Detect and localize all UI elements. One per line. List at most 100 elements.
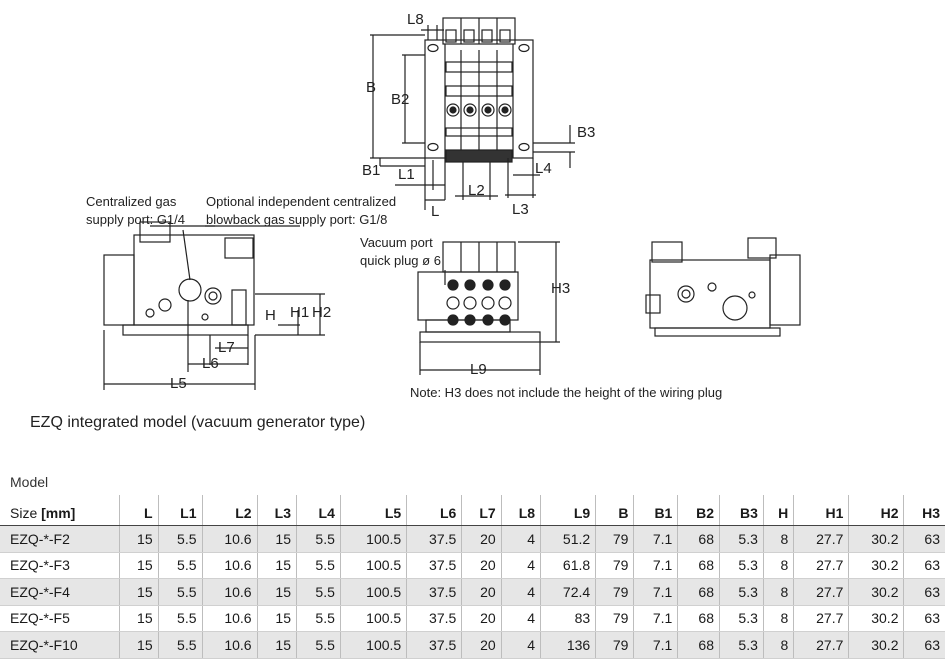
value-cell: 10.6 [202, 578, 258, 606]
value-cell: 15 [257, 605, 297, 632]
value-cell: 20 [461, 605, 502, 632]
value-cell: 5.5 [296, 631, 341, 659]
side-view-right [645, 237, 801, 337]
callout-central-port-2: supply port: G1/4 [86, 212, 185, 227]
value-cell: 8 [763, 631, 795, 659]
value-cell: 83 [540, 605, 597, 632]
value-cell: 4 [501, 552, 542, 579]
model-cell: EZQ-*-F10 [0, 631, 121, 659]
value-cell: 5.5 [296, 525, 341, 553]
value-cell: 63 [903, 552, 945, 579]
value-cell: 61.8 [540, 552, 597, 579]
value-cell: 79 [595, 631, 635, 659]
column-header: H [763, 495, 795, 526]
value-cell: 15 [119, 525, 159, 553]
callout-blowback-1: Optional independent centralized [206, 194, 397, 209]
value-cell: 5.5 [296, 578, 341, 606]
value-cell: 5.3 [719, 605, 764, 632]
value-cell: 20 [461, 631, 502, 659]
value-cell: 10.6 [202, 605, 258, 632]
value-cell: 100.5 [340, 552, 408, 579]
value-cell: 30.2 [848, 631, 905, 659]
dim-b1: B1 [362, 162, 381, 179]
value-cell: 5.5 [296, 605, 341, 632]
value-cell: 37.5 [406, 525, 463, 553]
value-cell: 100.5 [340, 525, 408, 553]
value-cell: 51.2 [540, 525, 597, 553]
dim-h2: H2 [312, 304, 332, 321]
value-cell: 30.2 [848, 578, 905, 606]
dim-b: B [366, 79, 377, 96]
value-cell: 4 [501, 525, 542, 553]
value-cell: 5.5 [158, 552, 203, 579]
value-cell: 27.7 [793, 578, 850, 606]
value-cell: 37.5 [406, 605, 463, 632]
column-header: B3 [719, 495, 764, 526]
model-cell: EZQ-*-F2 [0, 525, 121, 553]
value-cell: 27.7 [793, 552, 850, 579]
value-cell: 5.5 [158, 605, 203, 632]
dim-h3: H3 [551, 280, 571, 297]
technical-drawing: Centralized gas supply port: G1/4 Option… [86, 12, 801, 392]
value-cell: 68 [677, 525, 720, 553]
callout-blowback-2: blowback gas supply port: G1/8 [206, 212, 388, 227]
callout-central-port-1: Centralized gas [86, 194, 177, 209]
value-cell: 63 [903, 525, 945, 553]
drawing-svg [103, 17, 801, 390]
side-view-left [103, 221, 325, 390]
value-cell: 15 [119, 578, 159, 606]
value-cell: 63 [903, 578, 945, 606]
value-cell: 79 [595, 525, 635, 553]
value-cell: 4 [501, 578, 542, 606]
value-cell: 5.5 [158, 525, 203, 553]
column-header: L5 [340, 495, 408, 526]
value-cell: 68 [677, 552, 720, 579]
model-cell: EZQ-*-F4 [0, 578, 121, 606]
dim-l5: L5 [170, 375, 187, 392]
value-cell: 37.5 [406, 578, 463, 606]
value-cell: 30.2 [848, 605, 905, 632]
value-cell: 136 [540, 631, 597, 659]
column-header: H1 [793, 495, 850, 526]
column-header: L3 [257, 495, 297, 526]
value-cell: 10.6 [202, 631, 258, 659]
value-cell: 79 [595, 578, 635, 606]
column-header: L6 [406, 495, 463, 526]
unit-label: [mm] [41, 505, 76, 521]
column-header: L8 [501, 495, 542, 526]
value-cell: 15 [257, 525, 297, 553]
callout-vacuum-2: quick plug ø 6 [360, 253, 441, 268]
value-cell: 68 [677, 605, 720, 632]
value-cell: 63 [903, 631, 945, 659]
note-h3: Note: H3 does not include the height of … [410, 385, 723, 400]
value-cell: 72.4 [540, 578, 597, 606]
front-view [417, 241, 560, 375]
value-cell: 20 [461, 578, 502, 606]
value-cell: 4 [501, 631, 542, 659]
column-header: B2 [677, 495, 720, 526]
model-cell: EZQ-*-F3 [0, 552, 121, 579]
column-header: L2 [202, 495, 258, 526]
value-cell: 37.5 [406, 552, 463, 579]
value-cell: 27.7 [793, 525, 850, 553]
value-cell: 100.5 [340, 631, 408, 659]
dim-l9: L9 [470, 361, 487, 378]
dim-l1: L1 [398, 166, 415, 183]
value-cell: 8 [763, 578, 795, 606]
column-header: L1 [158, 495, 203, 526]
value-cell: 15 [119, 552, 159, 579]
value-cell: 68 [677, 578, 720, 606]
value-cell: 4 [501, 605, 542, 632]
column-header: L [119, 495, 159, 526]
value-cell: 30.2 [848, 552, 905, 579]
value-cell: 15 [257, 578, 297, 606]
value-cell: 15 [119, 605, 159, 632]
value-cell: 7.1 [633, 525, 679, 553]
dim-l6: L6 [202, 355, 219, 372]
model-cell: EZQ-*-F5 [0, 605, 121, 632]
